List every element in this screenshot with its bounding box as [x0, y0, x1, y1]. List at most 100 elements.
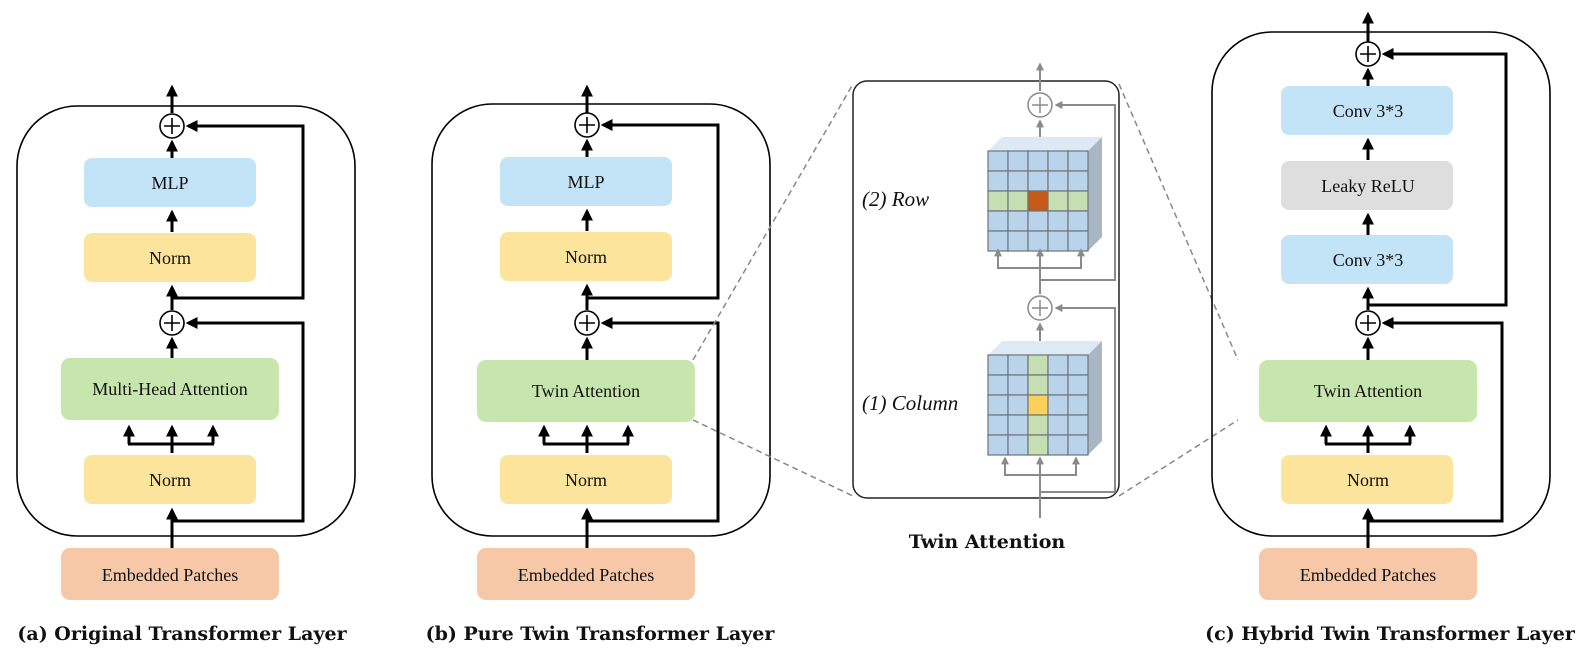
- grid-cell: [1047, 354, 1069, 376]
- grid-cell: [987, 434, 1009, 456]
- grid-cell: [1047, 210, 1069, 232]
- grid-cell: [1067, 374, 1089, 396]
- conv-block: [1281, 86, 1453, 135]
- attention-block: [61, 358, 279, 420]
- mlp-block: [84, 158, 256, 207]
- row-attention-grid: [987, 137, 1102, 252]
- grid-cell: [987, 210, 1009, 232]
- panel-a-caption: (a) Original Transformer Layer: [17, 623, 347, 645]
- grid-cell: [987, 150, 1009, 172]
- panel-b-frame: [431, 103, 771, 537]
- embedded-patches-label: Embedded Patches: [518, 565, 654, 585]
- grid-top-face: [988, 341, 1102, 355]
- attention-label: Multi-Head Attention: [92, 379, 247, 399]
- grid-cell: [987, 354, 1009, 376]
- norm-block: [500, 455, 672, 504]
- twin-attention-detail: (2) Row (1) Column Twin Attention: [852, 62, 1120, 553]
- leaky-relu-label: Leaky ReLU: [1321, 176, 1414, 196]
- grid-cell: [1047, 414, 1069, 436]
- grid-cell: [1067, 434, 1089, 456]
- grid-cell: [1027, 394, 1049, 416]
- column-label: (1) Column: [862, 391, 958, 415]
- grid-side-face: [1088, 341, 1102, 455]
- grid-cell: [1047, 150, 1069, 172]
- panel-c-caption: (c) Hybrid Twin Transformer Layer: [1205, 623, 1576, 645]
- grid-side-face: [1088, 137, 1102, 251]
- column-attention-grid: [987, 341, 1102, 456]
- grid-cell: [1067, 230, 1089, 252]
- embedded-patches-block: [1259, 548, 1477, 600]
- panel-a-frame: [16, 105, 356, 537]
- grid-cell: [1027, 230, 1049, 252]
- grid-cell: [1007, 170, 1029, 192]
- grid-cell: [1067, 394, 1089, 416]
- embedded-patches-block: [61, 548, 279, 600]
- grid-cell: [1027, 434, 1049, 456]
- embedded-patches-label: Embedded Patches: [102, 565, 238, 585]
- grid-cell: [1047, 190, 1069, 212]
- grid-cell: [1027, 170, 1049, 192]
- norm-label: Norm: [1347, 470, 1389, 490]
- row-label: (2) Row: [862, 187, 929, 211]
- grid-cell: [1007, 210, 1029, 232]
- norm-label: Norm: [149, 470, 191, 490]
- grid-cell: [987, 190, 1009, 212]
- norm-block: [84, 233, 256, 282]
- twin-attention-block: [477, 360, 695, 422]
- norm-label: Norm: [565, 470, 607, 490]
- grid-cell: [1007, 414, 1029, 436]
- grid-cell: [1007, 190, 1029, 212]
- grid-top-face: [988, 137, 1102, 151]
- norm-label: Norm: [149, 248, 191, 268]
- zoom-connector: [1118, 419, 1239, 497]
- grid-cell: [1067, 354, 1089, 376]
- residual-connection: [587, 119, 720, 300]
- norm-block: [84, 455, 256, 504]
- grid-cell: [1027, 190, 1049, 212]
- grid-cell: [987, 414, 1009, 436]
- grid-cell: [1067, 190, 1089, 212]
- residual-connection: [172, 317, 305, 523]
- grid-cell: [1027, 414, 1049, 436]
- residual-connection: [587, 317, 720, 523]
- twin-attention-block: [1259, 360, 1477, 422]
- grid-cell: [1027, 374, 1049, 396]
- panel-c-frame: [1211, 31, 1551, 537]
- grid-cell: [1007, 230, 1029, 252]
- grid-cell: [1067, 150, 1089, 172]
- mlp-block: [500, 157, 672, 206]
- mlp-label: MLP: [151, 173, 188, 193]
- grid-cell: [1047, 434, 1069, 456]
- grid-cell: [987, 374, 1009, 396]
- grid-cell: [1047, 394, 1069, 416]
- grid-cell: [1047, 374, 1069, 396]
- panel-b: MLP Norm Twin Attention Norm Embedded Pa…: [426, 84, 776, 645]
- twin-attention-caption: Twin Attention: [909, 531, 1066, 553]
- mlp-label: MLP: [567, 172, 604, 192]
- residual-connection: [172, 120, 305, 300]
- grid-cell: [1067, 414, 1089, 436]
- norm-block: [1281, 455, 1453, 504]
- grid-cell: [1007, 354, 1029, 376]
- grid-cell: [987, 230, 1009, 252]
- zoom-connector: [1118, 83, 1239, 361]
- grid-cell: [1007, 374, 1029, 396]
- grid-cell: [1047, 230, 1069, 252]
- conv-label: Conv 3*3: [1333, 101, 1404, 121]
- grid-cell: [1007, 150, 1029, 172]
- grid-cell: [987, 394, 1009, 416]
- panel-a: MLP Norm Multi-Head Attention Norm Embed…: [16, 84, 356, 645]
- grid-cell: [1007, 434, 1029, 456]
- embedded-patches-label: Embedded Patches: [1300, 565, 1436, 585]
- grid-cell: [1067, 210, 1089, 232]
- zoom-connector: [692, 83, 854, 361]
- grid-cell: [1027, 210, 1049, 232]
- grid-cell: [1047, 170, 1069, 192]
- grid-cell: [987, 170, 1009, 192]
- norm-block: [500, 232, 672, 281]
- norm-label: Norm: [565, 247, 607, 267]
- grid-cell: [1007, 394, 1029, 416]
- grid-cell: [1027, 354, 1049, 376]
- panel-b-caption: (b) Pure Twin Transformer Layer: [426, 623, 776, 645]
